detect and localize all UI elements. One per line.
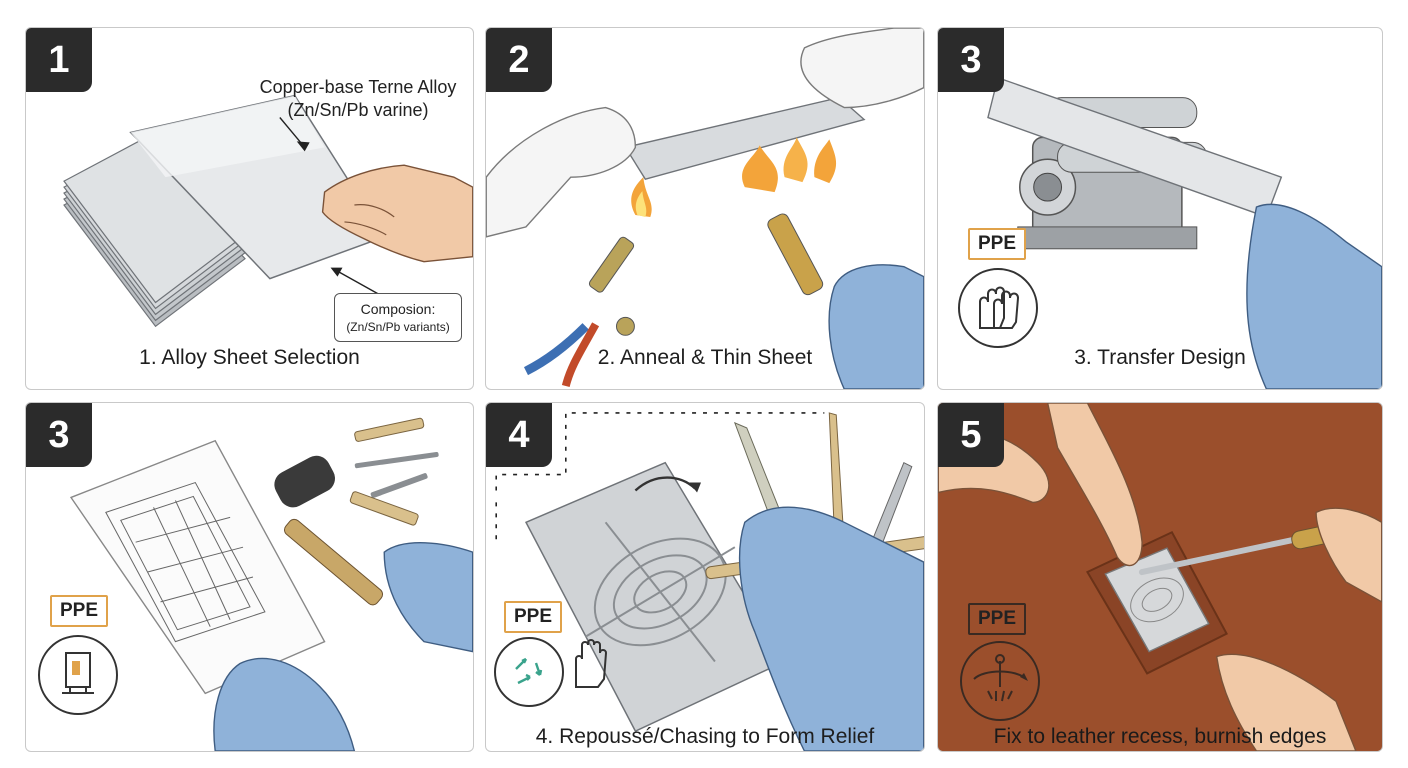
ppe-label: PPE [50, 595, 109, 627]
gloves-icon [958, 268, 1038, 348]
leather-fixing-illustration [938, 403, 1382, 751]
step-caption: 4. Repoussé/Chasing to Form Relief [535, 725, 875, 748]
step-panel-1: 1 Copper-base Terne Alloy (Zn/Sn/Pb vari… [25, 27, 474, 390]
step-badge: 2 [486, 28, 552, 92]
step-panel-2: 2 2. Anneal & Thin Sheet [485, 27, 925, 390]
step-panel-6: 5 PPE Fix to leather recess, burnish edg… [937, 402, 1383, 752]
composition-callout-line2: (Zn/Sn/Pb variants) [346, 319, 450, 334]
glove-icon [575, 639, 608, 688]
rolling-mill-illustration [987, 76, 1382, 389]
ppe-label: PPE [968, 228, 1027, 260]
anneal-illustration [486, 28, 924, 389]
burnisher-icon [960, 641, 1040, 721]
gloves-arrows-icon [494, 637, 564, 707]
step-caption: 2. Anneal & Thin Sheet [597, 346, 813, 369]
repousse-illustration [495, 412, 924, 751]
design-transfer-illustration [69, 417, 473, 751]
step-panel-3: 3 PPE 3. Transfer Design [937, 27, 1383, 390]
ppe-label: PPE [968, 603, 1027, 635]
step-caption: 3. Transfer Design [1074, 346, 1246, 369]
step-badge: 3 [26, 403, 92, 467]
step-panel-5: 4 PPE 4. Repoussé [485, 402, 925, 752]
press-icon [38, 635, 118, 715]
step-badge: 1 [26, 28, 92, 92]
step-caption: Fix to leather recess, burnish edges [993, 725, 1327, 748]
composition-callout-line1: Composion: [360, 301, 436, 317]
alloy-callout: Copper-base Terne Alloy (Zn/Sn/Pb varine… [248, 76, 468, 121]
step-panel-4: 3 PPE [25, 402, 474, 752]
step-badge: 5 [938, 403, 1004, 467]
alloy-sheets-illustration [63, 94, 473, 328]
alloy-callout-line2: (Zn/Sn/Pb varine) [287, 99, 429, 120]
step-badge: 3 [938, 28, 1004, 92]
ppe-label: PPE [504, 601, 563, 633]
step-badge: 4 [486, 403, 552, 467]
step-caption: 1. Alloy Sheet Selection [139, 346, 360, 369]
alloy-callout-line1: Copper-base Terne Alloy [259, 77, 457, 97]
composition-callout: Composion: (Zn/Sn/Pb variants) [334, 293, 462, 343]
